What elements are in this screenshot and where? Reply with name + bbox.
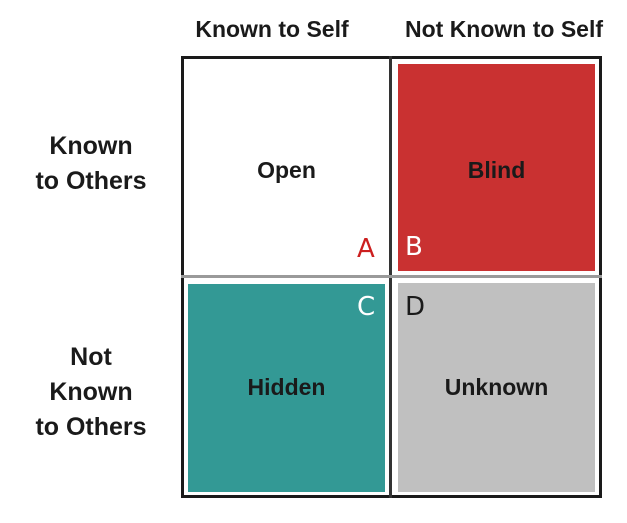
row-header-not-known-to-others: Not Known to Others <box>0 340 182 445</box>
row-header-line: Known <box>49 132 133 160</box>
quadrant-label-open: Open <box>257 157 316 183</box>
quadrant-label-hidden: Hidden <box>247 374 326 400</box>
quadrant-letter-a: A <box>357 234 375 264</box>
quadrant-unknown <box>398 283 595 492</box>
quadrant-letter-c: C <box>357 292 376 322</box>
column-header-known-to-self: Known to Self <box>195 16 349 42</box>
quadrant-label-blind: Blind <box>467 157 526 183</box>
quadrant-hidden <box>188 284 385 492</box>
quadrant-letter-d: D <box>405 292 426 322</box>
quadrant-label-unknown: Unknown <box>444 374 549 400</box>
quadrant-open <box>184 59 389 275</box>
row-header-line: Not <box>70 343 112 371</box>
row-header-known-to-others: Known to Others <box>0 129 182 199</box>
column-header-not-known-to-self: Not Known to Self <box>404 16 604 42</box>
horizontal-divider <box>181 275 602 278</box>
quadrant-blind <box>398 64 595 271</box>
quadrant-letter-b: B <box>405 232 423 262</box>
row-header-line: Known <box>49 378 133 406</box>
row-header-line: to Others <box>35 413 147 441</box>
row-header-line: to Others <box>35 167 147 195</box>
